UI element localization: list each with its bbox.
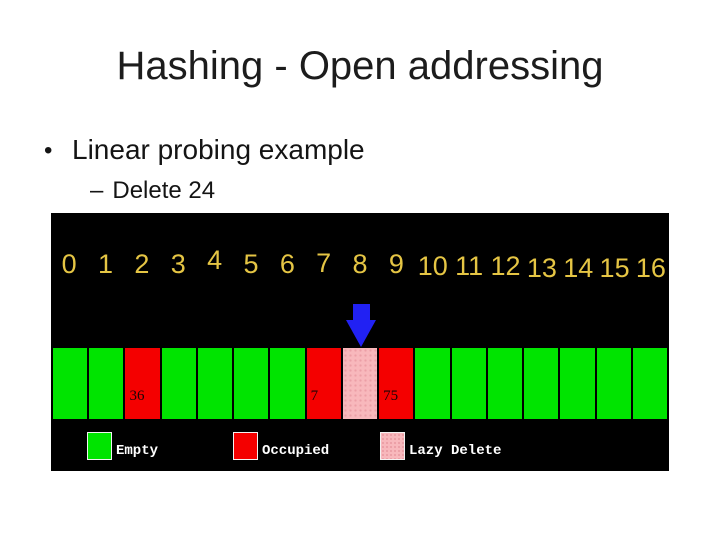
legend-item-lazy: Lazy Delete	[380, 432, 501, 460]
hash-cell-14-empty	[560, 348, 595, 419]
sub-bullet-item: – Delete 24	[90, 177, 215, 205]
hash-cell-16-empty	[632, 348, 667, 419]
sub-bullet-text: Delete 24	[112, 177, 216, 204]
index-label-10: 10	[417, 251, 448, 281]
dash-icon: –	[90, 177, 104, 204]
index-label-1: 1	[98, 249, 114, 279]
legend-label: Empty	[116, 443, 159, 459]
index-label-4: 4	[207, 245, 223, 275]
hash-cell-9-occupied: 75	[379, 348, 414, 419]
legend-swatch-occupied	[233, 432, 258, 460]
hash-cell-4-empty	[197, 348, 233, 419]
hash-cell-7-occupied: 7	[306, 348, 341, 419]
legend-item-empty: Empty	[87, 432, 158, 460]
page-title: Hashing - Open addressing	[116, 44, 604, 88]
index-label-0: 0	[61, 249, 77, 279]
cell-value: 36	[129, 388, 145, 404]
bullet-icon: •	[44, 137, 53, 164]
hash-cell-row: 36 7 75	[51, 348, 667, 419]
index-label-5: 5	[243, 249, 259, 279]
index-label-3: 3	[170, 249, 186, 279]
index-label-16: 16	[635, 253, 666, 283]
index-label-11: 11	[455, 251, 484, 281]
legend-swatch-lazy	[380, 432, 405, 460]
hash-cell-2-occupied: 36	[125, 348, 160, 419]
hash-cell-12-empty	[487, 348, 523, 419]
legend-label: Occupied	[262, 443, 330, 459]
index-label-7: 7	[316, 248, 332, 278]
bullet-text: Linear probing example	[72, 134, 365, 165]
legend-item-occupied: Occupied	[233, 432, 329, 460]
index-label-14: 14	[563, 253, 594, 283]
index-label-12: 12	[490, 251, 521, 281]
index-label-8: 8	[352, 249, 368, 279]
index-label-15: 15	[599, 253, 630, 283]
hash-cell-6-empty	[270, 348, 305, 419]
arrow-stem	[352, 304, 370, 320]
index-label-2: 2	[134, 249, 150, 279]
hash-cell-15-empty	[596, 348, 631, 419]
hash-cell-13-empty	[524, 348, 559, 419]
bullet-item: • Linear probing example	[44, 134, 365, 168]
cell-value: 7	[310, 388, 319, 404]
legend: Empty Occupied Lazy Delete	[51, 432, 669, 464]
hash-cell-8-lazy	[342, 348, 378, 419]
hash-cell-3-empty	[161, 348, 196, 419]
hash-cell-11-empty	[451, 348, 486, 419]
index-label-6: 6	[279, 249, 295, 279]
arrow-head	[346, 320, 376, 347]
delete-arrow-icon	[346, 304, 376, 347]
hash-cell-10-empty	[415, 348, 450, 419]
legend-label: Lazy Delete	[409, 443, 502, 459]
index-label-9: 9	[388, 249, 404, 279]
hash-cell-0-empty	[53, 348, 88, 419]
index-label-13: 13	[526, 253, 557, 283]
hash-cell-5-empty	[234, 348, 269, 419]
hash-cell-1-empty	[89, 348, 124, 419]
legend-swatch-empty	[87, 432, 112, 460]
cell-value: 75	[383, 388, 399, 404]
